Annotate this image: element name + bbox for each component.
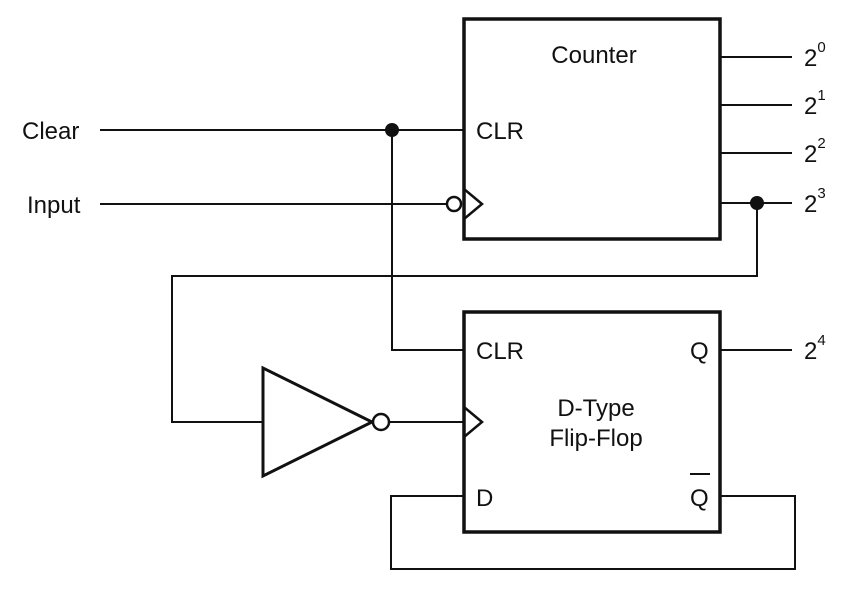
flipflop-block: CLR D-Type Flip-Flop Q Q D bbox=[462, 310, 722, 534]
flipflop-d-label: D bbox=[476, 485, 493, 512]
counter-block: Counter CLR bbox=[462, 17, 722, 241]
flipflop-output-label: 24 bbox=[804, 332, 826, 365]
counter-output-label-1: 21 bbox=[804, 87, 826, 120]
counter-clock-bubble bbox=[445, 195, 463, 213]
counter-clock-triangle bbox=[463, 188, 484, 220]
feedback-wire bbox=[171, 203, 758, 423]
clear-input-label: Clear bbox=[22, 118, 79, 145]
inverter-triangle bbox=[261, 365, 376, 479]
inverter-gate bbox=[261, 365, 391, 479]
counter-title: Counter bbox=[551, 42, 636, 69]
counter-output-label-0: 20 bbox=[804, 39, 826, 72]
qbar-to-d-feedback-wire bbox=[390, 495, 796, 570]
counter-output-label-2: 22 bbox=[804, 135, 826, 168]
flipflop-title-line1: D-Type bbox=[557, 395, 634, 422]
flipflop-qbar-label: Q bbox=[690, 485, 709, 512]
inverter-bubble bbox=[371, 412, 391, 432]
flipflop-title-line2: Flip-Flop bbox=[549, 425, 642, 452]
flipflop-clr-label: CLR bbox=[476, 338, 524, 365]
counter-output-label-3: 23 bbox=[804, 185, 826, 218]
flipflop-clock-triangle bbox=[463, 406, 484, 438]
clear-to-flipflop-wire bbox=[391, 130, 464, 351]
counter-clr-label: CLR bbox=[476, 118, 524, 145]
flipflop-q-label: Q bbox=[690, 338, 709, 365]
input-signal-label: Input bbox=[27, 192, 81, 219]
